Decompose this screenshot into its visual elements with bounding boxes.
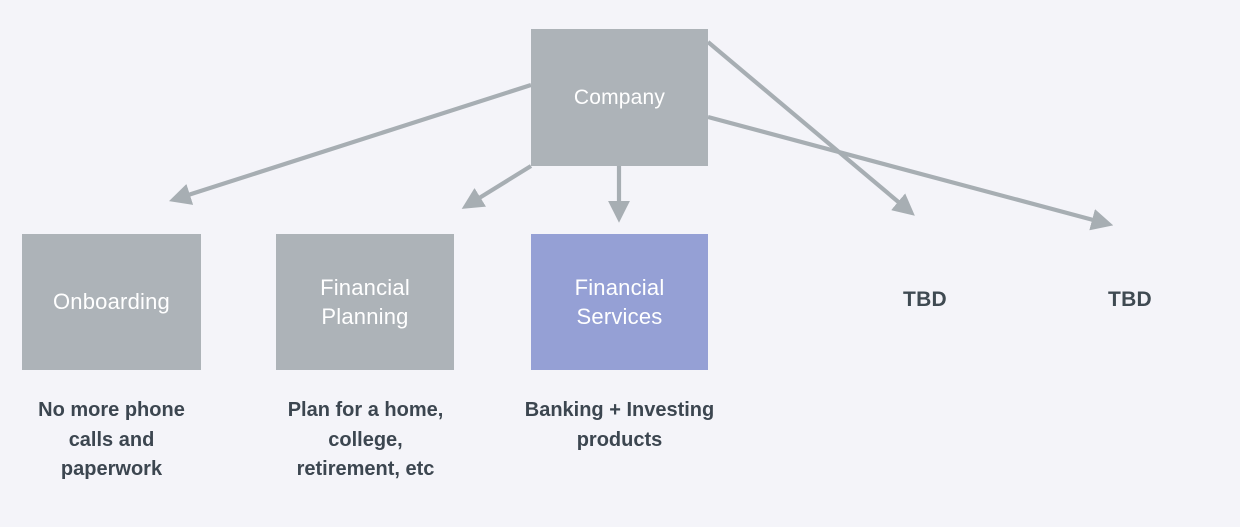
edge-company-financial-planning bbox=[461, 164, 533, 209]
node-tbd-2-label: TBD bbox=[1107, 288, 1153, 311]
node-tbd-2[interactable]: TBD bbox=[1080, 275, 1180, 325]
node-financial-services-label: Financial Services bbox=[574, 274, 665, 329]
caption-financial-planning: Plan for a home, college, retirement, et… bbox=[287, 399, 444, 481]
caption-financial-services: Banking + Investing products bbox=[524, 399, 715, 451]
edge-company-tbd-2 bbox=[707, 114, 1114, 231]
edge-company-tbd-1 bbox=[706, 40, 915, 216]
node-company[interactable]: Company bbox=[531, 29, 708, 166]
edge-company-onboarding bbox=[169, 83, 532, 205]
node-financial-planning[interactable]: Financial Planning bbox=[276, 234, 454, 370]
node-financial-planning-label: Financial Planning bbox=[320, 274, 410, 329]
caption-onboarding: No more phone calls and paperwork bbox=[38, 399, 185, 481]
node-company-label: Company bbox=[573, 85, 666, 109]
node-tbd-1[interactable]: TBD bbox=[875, 275, 975, 325]
node-financial-services[interactable]: Financial Services bbox=[531, 234, 708, 370]
node-tbd-1-label: TBD bbox=[902, 288, 948, 311]
node-onboarding-label: Onboarding bbox=[53, 289, 170, 315]
node-onboarding[interactable]: Onboarding bbox=[22, 234, 201, 370]
